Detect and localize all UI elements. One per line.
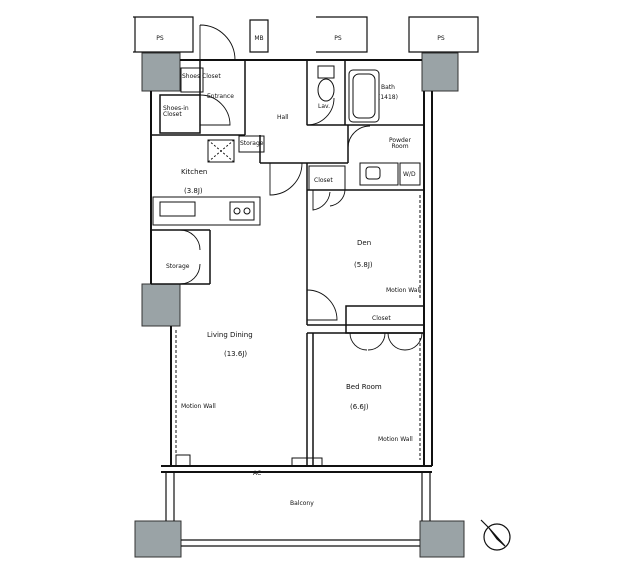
- motion-walls: [175, 195, 421, 462]
- top-shafts: [133, 16, 479, 53]
- fridge-space: [207, 139, 235, 163]
- living-dining-size-label: (13.6J): [224, 350, 248, 358]
- washer-dryer: [399, 162, 421, 186]
- bedroom-size-label: (6.6J): [350, 403, 369, 411]
- bath-size-label: (1418): [378, 94, 398, 101]
- storage-small-box: [238, 135, 265, 153]
- shoes-closet-label: Shoes Closet: [182, 73, 221, 80]
- hall-label: Hall: [277, 114, 289, 121]
- balcony-label: Balcony: [290, 500, 314, 507]
- ps-label-1: PS: [156, 35, 164, 42]
- den-label: Den: [357, 239, 372, 247]
- living-motion-wall-label: Motion Wall: [181, 403, 216, 410]
- bath-label: Bath: [381, 84, 395, 91]
- cooktop: [229, 201, 255, 221]
- entrance-label: Entrance: [207, 93, 234, 100]
- kitchen-size-label: (3.8J): [184, 187, 203, 195]
- den-motion-wall-label: Motion Wall: [386, 287, 421, 294]
- door-swings: [179, 24, 423, 351]
- exterior-walls: [150, 59, 433, 473]
- storage-small-label: Storage: [240, 140, 264, 147]
- column-top-right: [421, 52, 459, 92]
- den-size-label: (5.8J): [354, 261, 373, 269]
- column-mid-left: [141, 283, 181, 327]
- toilet-bowl: [317, 78, 335, 102]
- ac-label: AC: [253, 470, 262, 477]
- bed-motion-wall-label: Motion Wall: [378, 436, 413, 443]
- ps-label-3: PS: [437, 35, 445, 42]
- lav-label: Lav.: [318, 103, 331, 110]
- toilet-tank: [317, 65, 335, 79]
- den-closet: [308, 165, 346, 191]
- bathtub: [348, 69, 380, 123]
- ps-label-2: PS: [334, 35, 342, 42]
- den-closet-label: Closet: [314, 177, 333, 184]
- columns: [134, 52, 465, 558]
- mb-label: MB: [254, 35, 264, 42]
- bed-closet-label: Closet: [372, 315, 391, 322]
- wd-label: W/D: [403, 171, 416, 178]
- powder-room-label: Powder Room: [389, 137, 411, 150]
- shoes-closet-box: [180, 67, 204, 93]
- column-bottom-left: [134, 520, 182, 558]
- column-top-left: [141, 52, 181, 92]
- balcony-outline: [165, 472, 431, 547]
- fixtures: [152, 65, 421, 467]
- bedroom-label: Bed Room: [346, 383, 382, 391]
- column-bottom-right: [419, 520, 465, 558]
- living-dining-label: Living Dining: [207, 331, 253, 339]
- north-arrow-icon: [480, 519, 511, 551]
- kitchen-counter: [152, 196, 261, 226]
- shoes-in-closet-label: Shoes-in Closet: [163, 105, 189, 118]
- kitchen-label: Kitchen: [181, 168, 208, 176]
- storage-label: Storage: [166, 263, 190, 270]
- vanity: [359, 162, 399, 186]
